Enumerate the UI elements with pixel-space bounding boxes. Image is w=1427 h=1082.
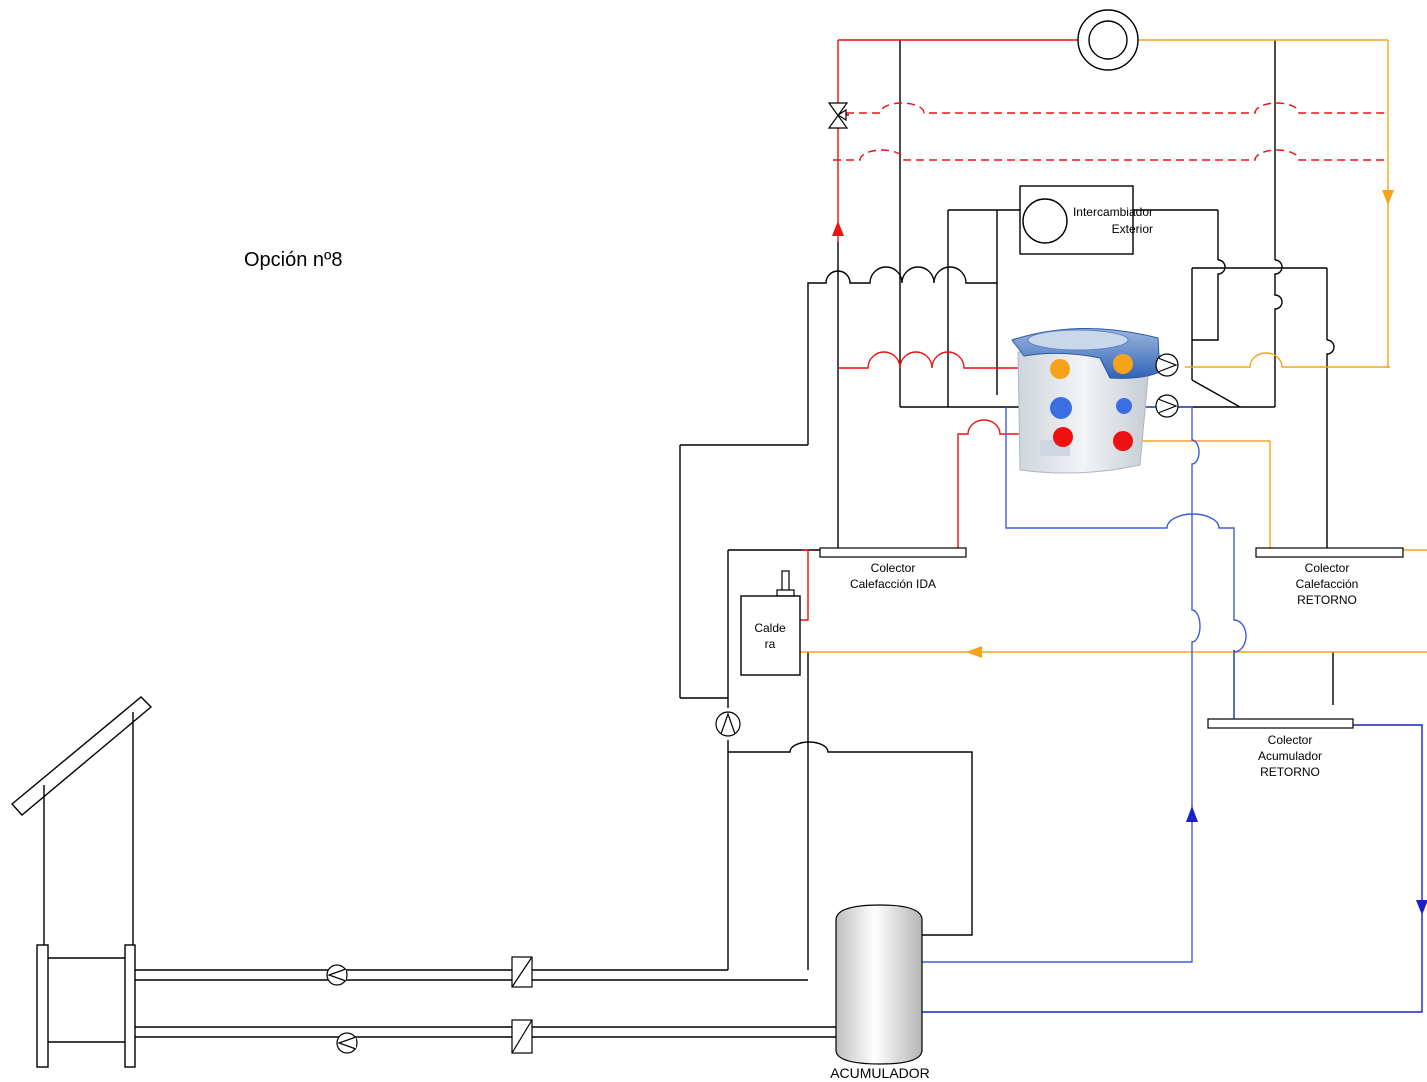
pump-icon — [1155, 394, 1179, 418]
boiler-label-1: Calde — [754, 621, 786, 635]
collector-retorno: Colector Calefacción RETORNO — [1255, 547, 1404, 607]
pump-icon — [336, 1032, 358, 1054]
solar-panel-icon — [10, 696, 153, 1068]
exchanger-label-line1: Intercambiador — [1073, 205, 1153, 219]
black-piping — [48, 40, 1335, 1043]
check-valve-icon — [511, 1019, 533, 1054]
warm-return-piping — [800, 39, 1427, 653]
hot-supply-piping — [800, 39, 1388, 621]
collector-acc-label-3: RETORNO — [1260, 765, 1320, 779]
tank-label: ACUMULADOR — [830, 1065, 930, 1081]
collector-ida-label-2: Calefacción IDA — [850, 577, 936, 591]
boiler: Calde ra — [740, 570, 801, 676]
unit-connections — [1050, 354, 1133, 451]
diagram-title: Opción nº8 — [244, 249, 342, 271]
pump-icon — [326, 964, 348, 986]
boiler-label-2: ra — [765, 637, 776, 651]
three-way-valve-icon — [827, 102, 849, 129]
intercambiador-exterior: Intercambiador Exterior — [1019, 185, 1153, 255]
collector-ret-label-3: RETORNO — [1297, 593, 1357, 607]
collector-ret-label-1: Colector — [1305, 561, 1350, 575]
flow-arrow-icon — [832, 190, 1427, 915]
accumulator-tank: ACUMULADOR — [830, 904, 930, 1081]
check-valve-icon — [511, 956, 533, 988]
collector-ret-label-2: Calefacción — [1296, 577, 1359, 591]
collector-acumulador: Colector Acumulador RETORNO — [1207, 718, 1354, 779]
heat-exchanger-icon — [1077, 9, 1139, 71]
collector-ida: Colector Calefacción IDA — [819, 547, 967, 591]
collector-ida-label-1: Colector — [871, 561, 916, 575]
collector-acc-label-2: Acumulador — [1258, 749, 1322, 763]
cold-piping — [922, 406, 1423, 1013]
pump-icon — [1155, 353, 1179, 377]
heat-pump-icon — [1011, 327, 1161, 474]
exchanger-label-line2: Exterior — [1112, 222, 1153, 236]
collector-acc-label-1: Colector — [1268, 733, 1313, 747]
pump-icon — [715, 711, 741, 737]
